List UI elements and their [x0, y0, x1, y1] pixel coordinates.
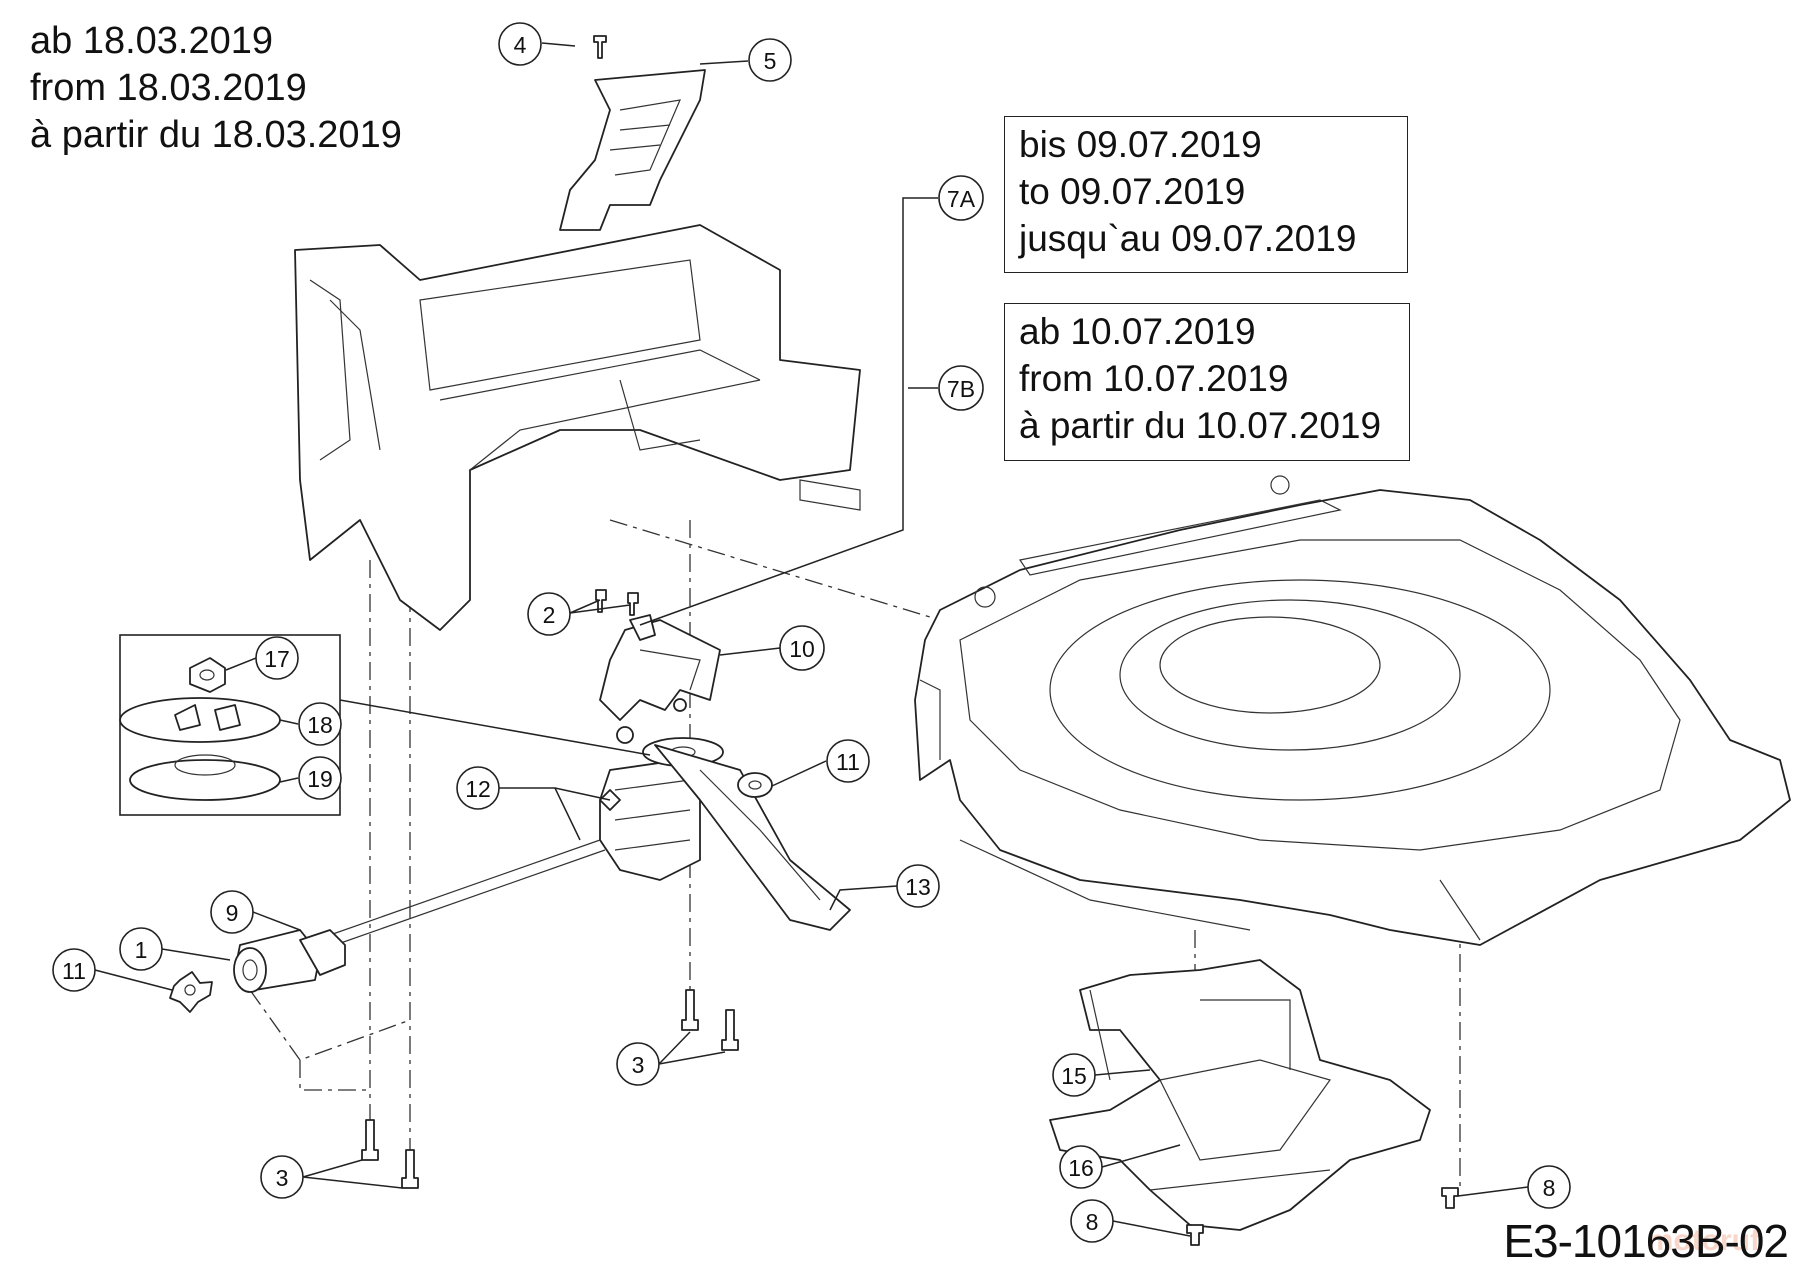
- leader-lines: [94, 42, 1529, 1237]
- svg-text:17: 17: [264, 646, 290, 672]
- svg-text:9: 9: [226, 900, 239, 926]
- svg-text:18: 18: [307, 712, 333, 738]
- callout-5: 5: [748, 38, 792, 82]
- callout-12: 12: [456, 766, 500, 810]
- bolts-part-8: [1186, 1187, 1459, 1246]
- svg-text:11: 11: [62, 958, 86, 984]
- watermark-logo: motoruf: [1646, 1224, 1760, 1257]
- svg-text:1: 1: [135, 937, 148, 963]
- drawing-reference-code: E3-10163B-02: [1503, 1215, 1789, 1267]
- header-line-en: from 18.03.2019: [30, 67, 307, 109]
- svg-text:7A: 7A: [947, 186, 976, 212]
- callout-8-left: 8: [1070, 1199, 1114, 1243]
- callout-11-upper: 11: [826, 739, 870, 783]
- transmission-part-12: [329, 737, 724, 946]
- svg-text:16: 16: [1068, 1155, 1094, 1181]
- note-7b-line-de: ab 10.07.2019: [1019, 311, 1256, 352]
- svg-text:11: 11: [836, 749, 860, 775]
- gear-part-11-upper: [737, 772, 773, 798]
- callout-19: 19: [298, 756, 342, 800]
- header-line-de: ab 18.03.2019: [30, 20, 274, 62]
- cover-part-5: [559, 69, 706, 231]
- pinion-part-11-lower: [169, 971, 213, 1013]
- callout-17: 17: [255, 636, 299, 680]
- blade-adapter-kit: [119, 634, 651, 816]
- callout-7b: 7B: [938, 365, 984, 411]
- svg-text:3: 3: [276, 1165, 289, 1191]
- mower-deck: [914, 475, 1791, 946]
- svg-text:2: 2: [543, 602, 556, 628]
- note-7a-line-en: to 09.07.2019: [1019, 171, 1246, 212]
- bolts-part-3: [361, 989, 739, 1189]
- note-box-7a: bis 09.07.2019 to 09.07.2019 jusqu`au 09…: [1004, 116, 1408, 273]
- screw-part-4: [593, 35, 607, 59]
- callout-10: 10: [779, 625, 825, 671]
- note-7b-line-en: from 10.07.2019: [1019, 358, 1289, 399]
- svg-text:15: 15: [1061, 1063, 1087, 1089]
- lever-part-10: [595, 589, 721, 744]
- svg-text:8: 8: [1086, 1209, 1099, 1235]
- callout-9: 9: [210, 890, 254, 934]
- callout-3-left: 3: [260, 1155, 304, 1199]
- svg-text:7B: 7B: [947, 376, 975, 402]
- handle-bracket-assembly: [294, 224, 861, 631]
- callout-7a: 7A: [938, 175, 984, 221]
- svg-text:13: 13: [905, 874, 931, 900]
- callout-15: 15: [1052, 1053, 1096, 1097]
- callout-1: 1: [119, 927, 163, 971]
- svg-text:4: 4: [514, 32, 527, 58]
- axle-bearing-part-1: [233, 929, 346, 993]
- discharge-chute: [1049, 959, 1431, 1231]
- callout-18: 18: [298, 702, 342, 746]
- note-7a-line-fr: jusqu`au 09.07.2019: [1019, 218, 1357, 259]
- svg-text:3: 3: [632, 1052, 645, 1078]
- callout-2: 2: [527, 592, 571, 636]
- svg-text:8: 8: [1543, 1175, 1556, 1201]
- svg-text:10: 10: [789, 636, 815, 662]
- note-7a-line-de: bis 09.07.2019: [1019, 124, 1262, 165]
- note-7b-line-fr: à partir du 10.07.2019: [1019, 405, 1382, 446]
- callout-11-lower: 11: [52, 948, 96, 992]
- svg-text:12: 12: [465, 776, 491, 802]
- svg-text:5: 5: [764, 48, 777, 74]
- belt-part-13: [654, 744, 851, 931]
- callout-16: 16: [1059, 1145, 1103, 1189]
- callout-3-right: 3: [616, 1042, 660, 1086]
- callout-13: 13: [896, 864, 940, 908]
- svg-text:19: 19: [307, 766, 333, 792]
- callout-8-right: 8: [1527, 1165, 1571, 1209]
- note-box-7b: ab 10.07.2019 from 10.07.2019 à partir d…: [1004, 303, 1410, 461]
- validity-header: ab 18.03.2019 from 18.03.2019 à partir d…: [30, 18, 402, 159]
- callout-4: 4: [498, 22, 542, 66]
- header-line-fr: à partir du 18.03.2019: [30, 114, 402, 156]
